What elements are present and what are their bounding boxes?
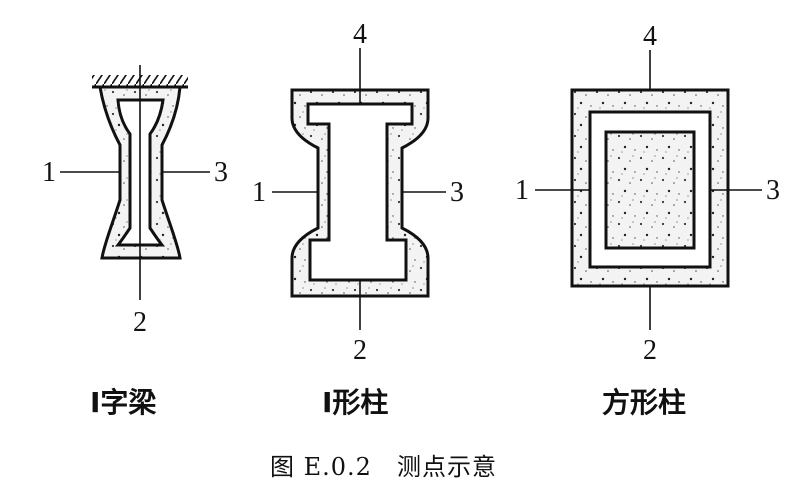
i-beam-point-2: 2: [133, 307, 147, 338]
i-beam-point-1: 1: [42, 157, 56, 188]
square-column-inner-core: [604, 130, 696, 250]
i-column-shape: 4 1 3 2 I形柱: [252, 19, 464, 419]
i-column-void: [306, 102, 414, 282]
square-column-shape: 4 1 3 2 方形柱: [515, 21, 780, 419]
square-column-caption: 方形柱: [602, 386, 686, 419]
i-beam-caption: I字梁: [90, 386, 156, 419]
i-column-point-4: 4: [353, 19, 367, 50]
i-beam-point-3: 3: [214, 157, 228, 188]
i-column-point-2: 2: [353, 335, 367, 366]
square-column-point-4: 4: [643, 21, 657, 52]
i-column-point-3: 3: [450, 177, 464, 208]
square-column-point-1: 1: [515, 175, 529, 206]
figure-caption: 图 E.0.2 测点示意: [270, 453, 497, 481]
i-beam-shape: 1 3 2 I字梁: [42, 65, 228, 419]
i-column-point-1: 1: [252, 177, 266, 208]
i-column-caption: I形柱: [322, 386, 388, 419]
square-column-point-2: 2: [643, 335, 657, 366]
square-column-point-3: 3: [766, 175, 780, 206]
